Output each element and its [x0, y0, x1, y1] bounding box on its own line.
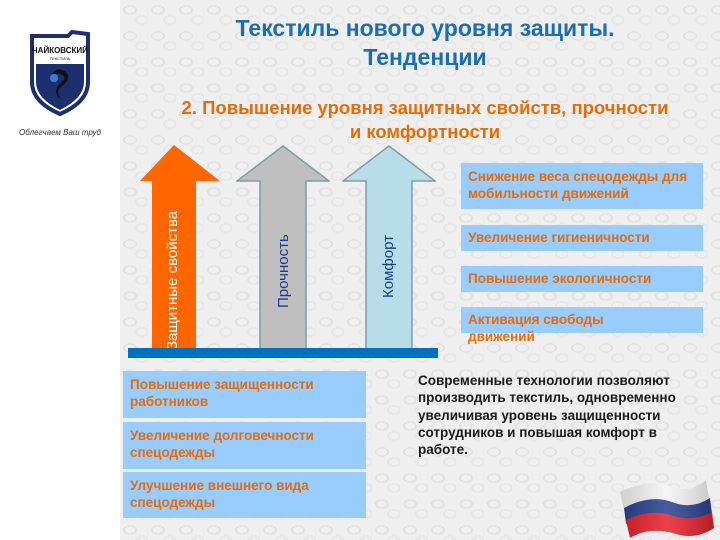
baseline-bar [128, 348, 438, 358]
trend-box-freedom-of-movement: Активация свободы движений [461, 307, 703, 344]
section-subtitle: 2. Повышение уровня защитных свойств, пр… [130, 96, 720, 144]
svg-text:ЧАЙКОВСКИЙ: ЧАЙКОВСКИЙ [32, 46, 88, 55]
russian-flag-icon [620, 480, 714, 538]
logo-slogan: Облегчаем Ваш труд [19, 128, 101, 137]
up-arrow-icon [140, 145, 220, 350]
trend-box-ecology: Повышение экологичности [461, 266, 703, 292]
logo-panel: ЧАЙКОВСКИЙ ТЕКСТИЛЬ Облегчаем Ваш труд [0, 0, 120, 540]
title-line-1: Текстиль нового уровня защиты. [235, 15, 615, 41]
trend-box-durability: Увеличение долговечности спецодежды [123, 422, 366, 469]
summary-note: Современные технологии позволяют произво… [418, 373, 676, 458]
trend-box-weight-reduction: Снижение веса спецодежды для мобильности… [461, 163, 703, 209]
svg-text:ТЕКСТИЛЬ: ТЕКСТИЛЬ [50, 56, 71, 61]
subtitle-line-1: 2. Повышение уровня защитных свойств, пр… [181, 97, 669, 118]
up-arrow-icon [342, 145, 436, 350]
arrow-strength: Прочность [236, 145, 330, 350]
arrow-label: Прочность [275, 234, 292, 308]
trend-box-hygiene: Увеличение гигиеничности [461, 225, 703, 251]
arrow-label: Комфорт [380, 235, 397, 298]
arrow-label: Защитные свойства [164, 210, 181, 350]
arrow-comfort: Комфорт [342, 145, 436, 350]
trend-box-worker-protection: Повышение защищенности работников [123, 371, 366, 418]
company-logo-icon: ЧАЙКОВСКИЙ ТЕКСТИЛЬ [30, 30, 90, 116]
up-arrow-icon [236, 145, 330, 350]
trend-box-appearance: Улучшение внешнего вида спецодежды [123, 472, 366, 518]
page-title: Текстиль нового уровня защиты. Тенденции [130, 14, 720, 72]
subtitle-line-2: и комфортности [349, 121, 501, 142]
arrow-protective-properties: Защитные свойства [140, 145, 220, 350]
title-line-2: Тенденции [363, 44, 487, 70]
